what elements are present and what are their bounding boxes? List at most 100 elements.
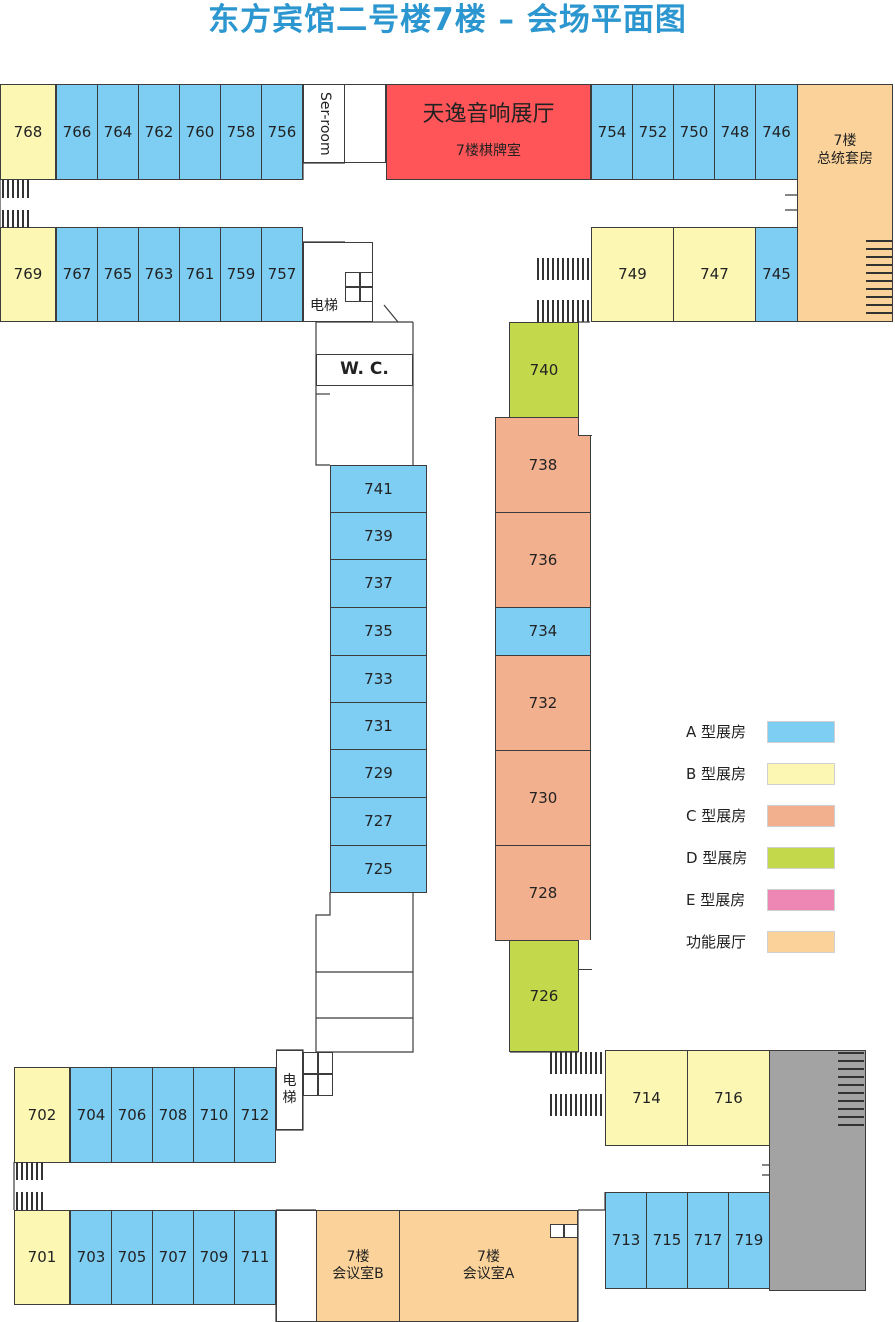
- stairs-bottom-left: [16, 1162, 44, 1180]
- room-728: 728: [495, 845, 591, 941]
- legend-label-c: C 型展房: [686, 807, 747, 825]
- room-703: 703: [70, 1210, 112, 1305]
- room-746: 746: [755, 84, 798, 180]
- room-765: 765: [97, 227, 139, 322]
- room-707: 707: [152, 1210, 194, 1305]
- room-730: 730: [495, 750, 591, 846]
- room-767: 767: [56, 227, 98, 322]
- room-711: 711: [234, 1210, 276, 1305]
- room-738-notch: [578, 416, 592, 436]
- stairs-right-bottom: [550, 1052, 605, 1074]
- hall-tianyi-sub: 7楼棋牌室: [456, 142, 521, 159]
- room-763: 763: [138, 227, 180, 322]
- legend-swatch-c: [767, 805, 835, 827]
- room-736: 736: [495, 512, 591, 608]
- legend-label-a: A 型展房: [686, 723, 747, 741]
- stairs-service: [838, 1052, 864, 1132]
- elevator-top-label: 电梯: [310, 297, 338, 314]
- room-754: 754: [591, 84, 633, 180]
- room-729: 729: [330, 749, 427, 798]
- room-757: 757: [261, 227, 303, 322]
- room-705: 705: [111, 1210, 153, 1305]
- elevator-bottom-label: 电 梯: [282, 1072, 297, 1107]
- room-762: 762: [138, 84, 180, 180]
- elevator-car-5: [303, 1052, 318, 1074]
- room-748: 748: [714, 84, 756, 180]
- room-715: 715: [646, 1192, 688, 1289]
- room-739: 739: [330, 512, 427, 560]
- elevator-car-8: [318, 1074, 333, 1096]
- legend-label-d: D 型展房: [686, 849, 748, 867]
- room-702: 702: [14, 1067, 70, 1163]
- stair-small-1: [550, 1224, 564, 1238]
- stairs-suite: [866, 240, 892, 318]
- room-726-notch: [578, 940, 592, 970]
- room-768: 768: [0, 84, 56, 180]
- ser-room-label: Ser-room: [316, 91, 333, 156]
- corridor-bottom-box: [276, 1210, 317, 1322]
- room-727: 727: [330, 797, 427, 846]
- legend-label-f: 功能展厅: [686, 933, 747, 951]
- stairs-right-top-2: [537, 300, 591, 322]
- room-731: 731: [330, 702, 427, 750]
- elevator-car-2: [345, 287, 360, 302]
- ser-room-annex: [344, 84, 386, 163]
- room-714: 714: [605, 1050, 688, 1146]
- room-732: 732: [495, 655, 591, 751]
- room-712: 712: [234, 1067, 276, 1163]
- room-741: 741: [330, 465, 427, 513]
- room-701: 701: [14, 1210, 70, 1305]
- room-750: 750: [673, 84, 715, 180]
- room-738: 738: [495, 417, 591, 513]
- room-719: 719: [728, 1192, 770, 1289]
- room-710: 710: [193, 1067, 235, 1163]
- room-733: 733: [330, 655, 427, 703]
- room-734: 734: [495, 607, 591, 656]
- room-717: 717: [687, 1192, 729, 1289]
- room-758: 758: [220, 84, 262, 180]
- room-704: 704: [70, 1067, 112, 1163]
- room-709: 709: [193, 1210, 235, 1305]
- elevator-car-7: [303, 1074, 318, 1096]
- legend-swatch-b: [767, 763, 835, 785]
- room-769: 769: [0, 227, 56, 322]
- stairs-top-left-2: [2, 210, 30, 228]
- stairs-bottom-left-2: [16, 1192, 44, 1210]
- room-726: 726: [509, 940, 579, 1052]
- room-716: 716: [687, 1050, 770, 1146]
- hall-tianyi: 天逸音响展厅 7楼棋牌室: [386, 84, 591, 180]
- room-725: 725: [330, 845, 427, 893]
- ser-room: Ser-room: [303, 84, 345, 163]
- legend-label-b: B 型展房: [686, 765, 747, 783]
- legend-swatch-e: [767, 889, 835, 911]
- stairs-right-bottom-2: [550, 1094, 605, 1116]
- stairs-right-top: [537, 258, 591, 280]
- room-761: 761: [179, 227, 221, 322]
- elevator-bottom: 电 梯: [276, 1050, 303, 1130]
- elevator-car-6: [318, 1052, 333, 1074]
- room-713: 713: [605, 1192, 647, 1289]
- wc: W. C.: [316, 354, 413, 386]
- stair-small-2: [564, 1224, 578, 1238]
- elevator-car-3: [360, 272, 373, 287]
- room-708: 708: [152, 1067, 194, 1163]
- room-737: 737: [330, 559, 427, 608]
- room-706: 706: [111, 1067, 153, 1163]
- elevator-car-4: [360, 287, 373, 302]
- room-759: 759: [220, 227, 262, 322]
- page-title: 东方宾馆二号楼7楼 – 会场平面图: [208, 2, 687, 38]
- stairs-top-left: [2, 180, 30, 198]
- room-760: 760: [179, 84, 221, 180]
- room-745: 745: [755, 227, 798, 322]
- meeting-room-a: 7楼 会议室A: [399, 1210, 578, 1322]
- legend-label-e: E 型展房: [686, 891, 746, 909]
- hall-tianyi-name: 天逸音响展厅: [422, 102, 555, 127]
- room-756: 756: [261, 84, 303, 180]
- meeting-room-b: 7楼 会议室B: [316, 1210, 400, 1322]
- room-749: 749: [591, 227, 674, 322]
- legend-swatch-f: [767, 931, 835, 953]
- legend-swatch-d: [767, 847, 835, 869]
- room-735: 735: [330, 607, 427, 656]
- legend-swatch-a: [767, 721, 835, 743]
